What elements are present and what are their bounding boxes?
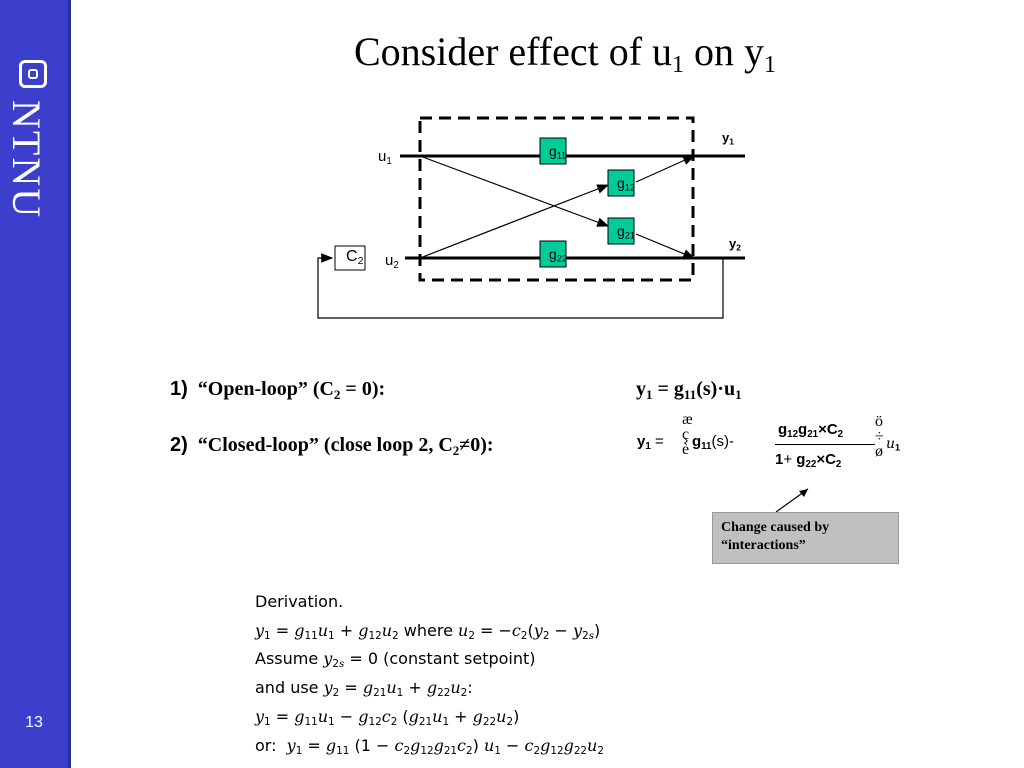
cross-u2-to-g12 [419,184,610,259]
cross-u1-to-g21 [419,155,610,227]
cl-eq-lhs: y1 = [637,433,664,452]
item-open-loop: 1) “Open-loop” (C2 = 0): [170,378,386,402]
item-closed-loop: 2) “Closed-loop” (close loop 2, C2≠0): [170,434,494,458]
cl-eq-numerator: g12g21×C2 [778,421,844,440]
label-g12: g12 [617,175,635,193]
label-g22: g22 [549,246,567,264]
label-u2: u2 [385,252,399,271]
cl-eq-right-paren: ö÷ø [875,413,884,460]
ntnu-logo-icon [19,60,47,88]
label-g11: g11 [549,143,567,161]
g22-block [539,240,567,268]
g21-block [607,217,635,245]
label-y2: y2 [729,236,741,253]
label-c2: C2 [346,248,364,267]
g11-block [539,137,567,165]
derivation-line-1: y1 = g11u1 + g12u2 where u2 = −c2(y2 − y… [255,621,601,642]
open-loop-equation: y1 = g11(s)·u1 [636,378,742,402]
block-diagram [317,116,745,319]
g12-block [607,169,635,197]
cl-eq-u1: u1 [886,436,901,453]
cl-eq-fraction-bar [775,444,875,445]
ntnu-logo-text: NTNU [4,100,49,220]
derivation-line-4: y1 = g11u1 − g12c2 (g21u1 + g22u2) [255,707,520,728]
sidebar: NTNU 13 [0,0,68,768]
c2-block [334,245,366,271]
g12-to-y1 [635,155,696,183]
callout-arrow [775,488,809,513]
label-u1: u1 [378,148,392,167]
g21-to-y2 [635,233,696,259]
feedback-loop [317,253,724,319]
sidebar-divider [68,0,71,768]
page-number: 13 [25,714,43,731]
derivation-line-3: and use y2 = g21u1 + g22u2: [255,678,473,699]
cl-eq-denominator: 1+ g22×C2 [775,451,842,470]
cl-eq-g11: g11(s)- [692,433,734,452]
label-g21: g21 [617,223,635,241]
derivation-heading: Derivation. [255,592,344,611]
derivation-line-5: or: y1 = g11 (1 − c2g12g21c2) u1 − c2g12… [255,736,604,757]
slide-title: Consider effect of u1 on y1 [353,29,777,78]
derivation-line-2: Assume y2s = 0 (constant setpoint) [255,649,536,670]
plant-dashed-box [418,116,695,282]
label-y1: y1 [722,130,734,147]
interactions-callout: Change caused by “interactions” [712,512,899,564]
